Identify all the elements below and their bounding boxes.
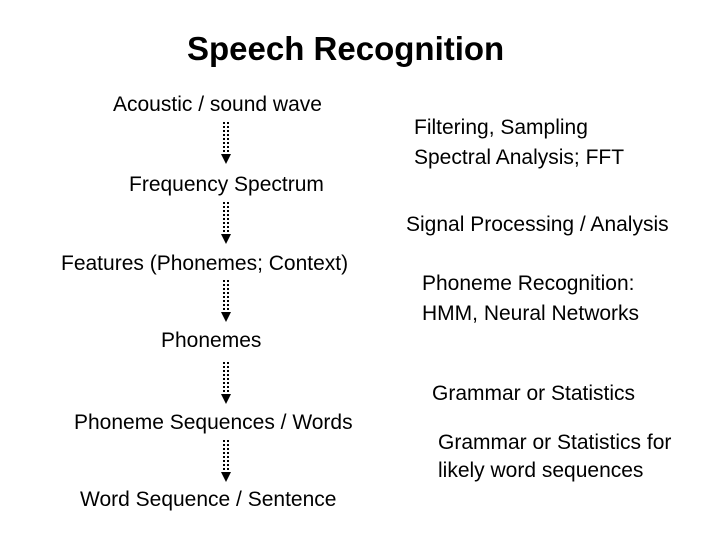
down-arrow-icon: [221, 362, 231, 404]
stage-features: Features (Phonemes; Context): [61, 252, 349, 275]
note-filtering-sampling: Filtering, Sampling: [414, 116, 588, 139]
note-grammar-statistics-for: Grammar or Statistics for: [438, 431, 672, 454]
down-arrow-icon: [221, 202, 231, 244]
stage-frequency-spectrum: Frequency Spectrum: [129, 173, 324, 196]
note-hmm-neural-networks: HMM, Neural Networks: [422, 302, 640, 325]
stage-phoneme-sequences-words: Phoneme Sequences / Words: [74, 411, 353, 434]
stage-phonemes: Phonemes: [161, 329, 262, 352]
down-arrow-icon: [221, 122, 231, 164]
page-title: Speech Recognition: [187, 30, 505, 67]
stage-word-sequence-sentence: Word Sequence / Sentence: [80, 488, 337, 511]
note-signal-processing: Signal Processing / Analysis: [406, 213, 669, 236]
note-spectral-analysis: Spectral Analysis; FFT: [414, 146, 625, 169]
down-arrow-icon: [221, 440, 231, 482]
stage-acoustic-sound-wave: Acoustic / sound wave: [113, 93, 322, 116]
down-arrow-icon: [221, 280, 231, 322]
note-phoneme-recognition: Phoneme Recognition:: [422, 272, 635, 295]
note-likely-word-sequences: likely word sequences: [438, 459, 644, 482]
note-grammar-statistics: Grammar or Statistics: [432, 382, 636, 405]
